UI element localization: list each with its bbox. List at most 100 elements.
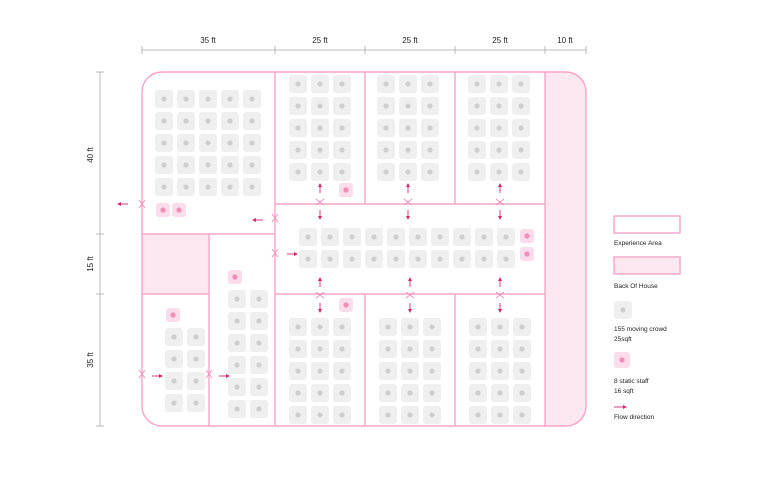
moving-crowd-dot bbox=[234, 318, 240, 324]
walls bbox=[141, 71, 587, 427]
dim-top-25ft-c: 25 ft bbox=[492, 36, 508, 45]
moving-crowd-dot bbox=[496, 169, 502, 175]
moving-crowd-dot bbox=[305, 234, 311, 240]
moving-crowd-dot bbox=[227, 96, 233, 102]
moving-crowd-dot bbox=[475, 412, 481, 418]
moving-crowd-dot bbox=[249, 96, 255, 102]
moving-crowd-dot bbox=[234, 406, 240, 412]
moving-crowd-dot bbox=[295, 390, 301, 396]
moving-crowd-dot bbox=[205, 118, 211, 124]
moving-crowd-dot bbox=[481, 234, 487, 240]
moving-crowd-dot bbox=[497, 346, 503, 352]
moving-crowd-dot bbox=[437, 234, 443, 240]
moving-crowd-dot bbox=[459, 256, 465, 262]
moving-crowd-dot bbox=[383, 147, 389, 153]
moving-crowd-dot bbox=[327, 234, 333, 240]
moving-crowd-dot bbox=[295, 125, 301, 131]
moving-crowd-dot bbox=[161, 140, 167, 146]
moving-crowd-dot bbox=[518, 169, 524, 175]
moving-crowd-dot bbox=[183, 162, 189, 168]
moving-crowd-dot bbox=[171, 334, 177, 340]
moving-crowd-dot bbox=[475, 324, 481, 330]
moving-crowd-dot bbox=[429, 412, 435, 418]
moving-crowd-dot bbox=[385, 368, 391, 374]
moving-crowd-dot bbox=[339, 324, 345, 330]
moving-crowd-dot bbox=[459, 234, 465, 240]
moving-crowd-dot bbox=[385, 346, 391, 352]
moving-crowd-dot bbox=[339, 125, 345, 131]
static-staff-dot bbox=[232, 274, 238, 280]
moving-crowd-dot bbox=[161, 184, 167, 190]
moving-crowd-dot bbox=[249, 162, 255, 168]
moving-crowd-dot bbox=[205, 162, 211, 168]
flow-arrows bbox=[117, 183, 502, 378]
legend-static-staff-size: 16 sqft bbox=[614, 388, 634, 395]
moving-crowd-dot bbox=[161, 96, 167, 102]
legend-flow-direction-label: Flow direction bbox=[614, 414, 654, 421]
legend: Experience Area Back Of House 155 moving… bbox=[613, 215, 681, 421]
moving-crowd-dot bbox=[385, 324, 391, 330]
moving-crowd-dot bbox=[497, 324, 503, 330]
moving-crowd-dot bbox=[339, 147, 345, 153]
moving-crowd-dot bbox=[234, 296, 240, 302]
moving-crowd-dot bbox=[518, 125, 524, 131]
moving-crowd-dot bbox=[205, 140, 211, 146]
doors bbox=[138, 198, 505, 379]
moving-crowd-dot bbox=[256, 340, 262, 346]
moving-crowd-dot bbox=[256, 384, 262, 390]
moving-crowd-dot bbox=[193, 400, 199, 406]
moving-crowd-dot bbox=[256, 362, 262, 368]
moving-crowd-dot bbox=[497, 390, 503, 396]
moving-crowd-dot bbox=[227, 140, 233, 146]
moving-crowd-dot bbox=[234, 340, 240, 346]
static-staff-dot bbox=[343, 302, 349, 308]
legend-crowd-dot bbox=[620, 307, 626, 313]
static-staff-dot bbox=[170, 312, 176, 318]
dim-top-35ft: 35 ft bbox=[200, 36, 216, 45]
moving-crowd-dot bbox=[385, 412, 391, 418]
moving-crowd-dot bbox=[474, 147, 480, 153]
moving-crowd-dot bbox=[371, 256, 377, 262]
moving-crowd-dot bbox=[405, 147, 411, 153]
moving-crowd-dot bbox=[407, 412, 413, 418]
moving-crowd-dot bbox=[407, 368, 413, 374]
moving-crowd-dot bbox=[474, 125, 480, 131]
moving-crowd-dot bbox=[429, 346, 435, 352]
moving-crowd-dot bbox=[475, 368, 481, 374]
moving-crowd-dot bbox=[256, 296, 262, 302]
moving-crowd-dot bbox=[205, 96, 211, 102]
moving-crowd-dot bbox=[234, 384, 240, 390]
crowd-and-staff-tiles bbox=[155, 75, 534, 424]
moving-crowd-dot bbox=[405, 103, 411, 109]
moving-crowd-dot bbox=[249, 140, 255, 146]
moving-crowd-dot bbox=[295, 103, 301, 109]
moving-crowd-dot bbox=[317, 81, 323, 87]
moving-crowd-dot bbox=[496, 103, 502, 109]
moving-crowd-dot bbox=[496, 147, 502, 153]
legend-back-of-house-label: Back Of House bbox=[614, 283, 658, 290]
moving-crowd-dot bbox=[415, 256, 421, 262]
moving-crowd-dot bbox=[518, 147, 524, 153]
static-staff-dot bbox=[343, 187, 349, 193]
moving-crowd-dot bbox=[161, 162, 167, 168]
moving-crowd-dot bbox=[405, 169, 411, 175]
moving-crowd-dot bbox=[317, 324, 323, 330]
moving-crowd-dot bbox=[183, 140, 189, 146]
moving-crowd-dot bbox=[497, 368, 503, 374]
moving-crowd-dot bbox=[427, 103, 433, 109]
moving-crowd-dot bbox=[503, 234, 509, 240]
moving-crowd-dot bbox=[171, 400, 177, 406]
moving-crowd-dot bbox=[371, 234, 377, 240]
moving-crowd-dot bbox=[519, 324, 525, 330]
moving-crowd-dot bbox=[227, 118, 233, 124]
moving-crowd-dot bbox=[349, 234, 355, 240]
moving-crowd-dot bbox=[234, 362, 240, 368]
moving-crowd-dot bbox=[429, 368, 435, 374]
moving-crowd-dot bbox=[407, 390, 413, 396]
static-staff-dot bbox=[176, 207, 182, 213]
moving-crowd-dot bbox=[227, 184, 233, 190]
moving-crowd-dot bbox=[317, 125, 323, 131]
moving-crowd-dot bbox=[339, 390, 345, 396]
moving-crowd-dot bbox=[161, 118, 167, 124]
moving-crowd-dot bbox=[475, 346, 481, 352]
